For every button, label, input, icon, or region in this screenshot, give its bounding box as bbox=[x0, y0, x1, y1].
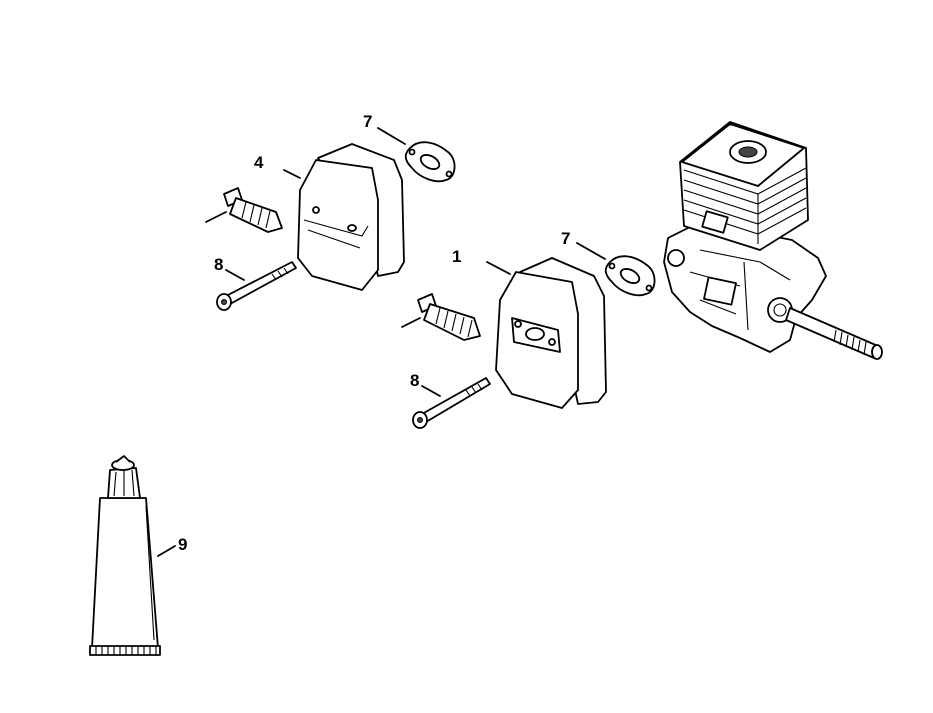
grease-tube bbox=[89, 455, 161, 656]
spark-arrestor-left bbox=[223, 187, 283, 233]
leader-lines bbox=[157, 127, 606, 557]
gasket-right bbox=[604, 255, 656, 297]
gasket-left bbox=[404, 141, 456, 183]
callout-7-left: 7 bbox=[363, 112, 372, 131]
callout-9: 9 bbox=[178, 535, 187, 554]
callout-4: 4 bbox=[254, 153, 264, 172]
muffler-left bbox=[297, 143, 405, 291]
callout-labels: 7 4 7 1 8 8 9 bbox=[178, 112, 570, 554]
callout-8-right: 8 bbox=[410, 371, 419, 390]
screw-left bbox=[216, 261, 297, 311]
engine-assembly bbox=[663, 121, 883, 360]
muffler-right bbox=[495, 257, 607, 409]
callout-7-right: 7 bbox=[561, 229, 570, 248]
callout-8-left: 8 bbox=[214, 255, 223, 274]
screw-right bbox=[412, 377, 491, 429]
spark-arrestor-right bbox=[417, 293, 481, 341]
callout-1: 1 bbox=[452, 247, 461, 266]
